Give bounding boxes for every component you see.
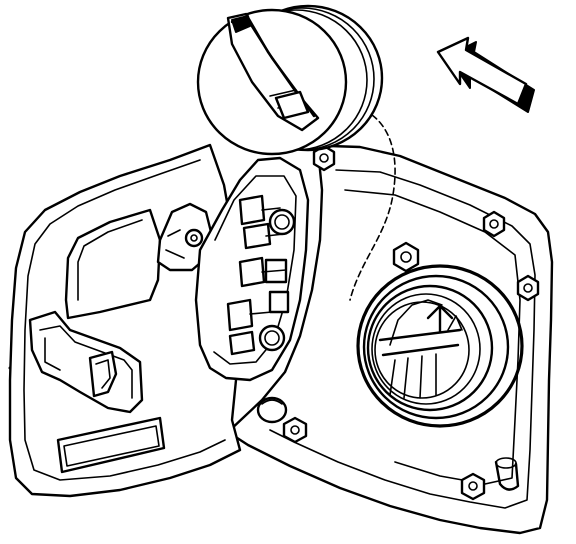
filler-neck-outer-ring	[356, 264, 524, 428]
hinge-bushing-lower	[258, 324, 286, 352]
filler-neck-restrictor	[378, 328, 462, 357]
housing-bolt-center	[392, 241, 420, 273]
door-upper-recess	[64, 208, 162, 320]
drain-tube	[494, 457, 520, 491]
direction-arrow-icon	[436, 36, 535, 113]
door-label-plate	[56, 416, 166, 474]
fuel-door-inner-rim	[23, 159, 226, 481]
filler-neck-inner-flap	[389, 299, 443, 346]
housing-bolt-mid-right	[516, 274, 540, 302]
filler-neck-arrow-mark	[426, 304, 454, 334]
filler-neck-ring-3	[366, 284, 494, 412]
hinge-pin-block	[226, 194, 290, 356]
door-latch-bracket	[28, 310, 144, 414]
filler-neck	[356, 264, 524, 428]
housing-bolt-bottom	[460, 472, 486, 501]
filler-neck-ring-2	[362, 274, 510, 420]
fuel-door	[8, 143, 310, 498]
latch-slot	[88, 350, 118, 398]
housing-inner-ridge	[269, 169, 536, 509]
hinge-bushing-upper	[268, 208, 296, 236]
fuel-door-housing	[226, 114, 554, 535]
door-bumper	[256, 396, 288, 424]
filler-neck-hatch-lines	[389, 353, 437, 399]
corner-dot	[8, 366, 12, 370]
tether-cord	[349, 114, 396, 301]
filler-neck-ring-4	[371, 293, 481, 405]
fuel-cap-grip-handle	[226, 12, 320, 132]
fuel-cap	[196, 4, 384, 156]
housing-outer-outline	[226, 144, 554, 535]
housing-bolt-lower-left	[282, 416, 308, 444]
housing-bolt-right	[482, 210, 506, 238]
